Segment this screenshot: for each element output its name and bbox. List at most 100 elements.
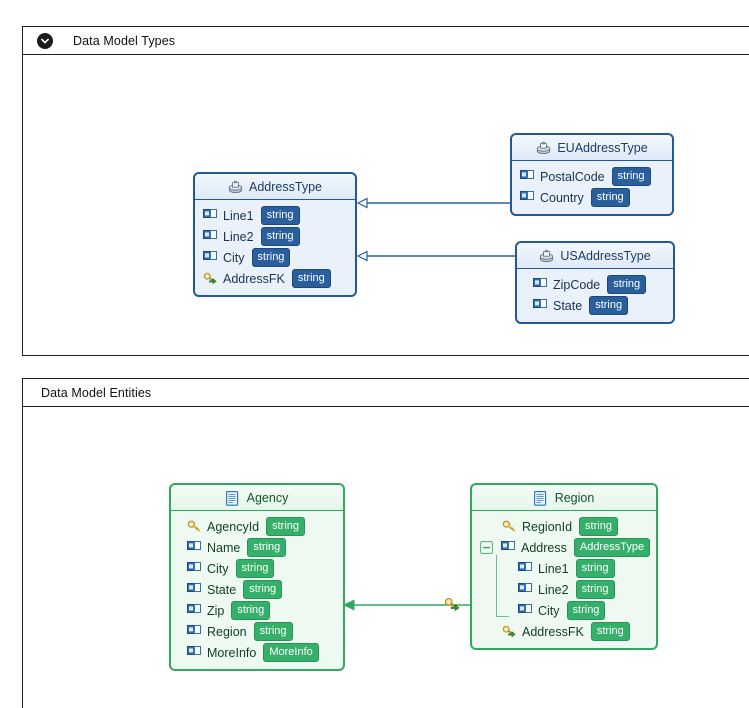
property-icon — [203, 208, 219, 223]
field-type-badge: AddressType — [573, 538, 651, 557]
field-type-badge: string — [611, 167, 651, 186]
type-box-fields: PostalCode string Country string — [512, 161, 672, 214]
field-name: ZipCode — [553, 277, 601, 292]
field-type-badge: string — [590, 188, 630, 207]
field-row[interactable]: AddressFK string — [203, 268, 347, 289]
connector-us-to-address — [356, 250, 515, 262]
field-row[interactable]: Address AddressType — [480, 537, 651, 558]
field-row[interactable]: State string — [179, 579, 335, 600]
entity-name: Region — [554, 490, 595, 505]
property-icon — [518, 561, 534, 576]
field-row[interactable]: Country string — [520, 187, 664, 208]
field-name: AddressFK — [522, 624, 584, 639]
type-box-header: AddressType — [195, 174, 355, 200]
field-name: MoreInfo — [207, 645, 257, 660]
tree-guide-line — [496, 555, 497, 617]
field-type-badge: string — [575, 580, 615, 599]
field-name: Line2 — [538, 582, 569, 597]
field-row[interactable]: Line2 string — [480, 579, 648, 600]
field-row[interactable]: RegionId string — [480, 516, 648, 537]
property-icon — [518, 582, 534, 597]
property-icon — [533, 277, 549, 292]
property-icon — [501, 540, 517, 555]
field-type-badge: string — [589, 296, 629, 315]
property-icon — [203, 229, 219, 244]
field-row[interactable]: Line1 string — [480, 558, 648, 579]
field-type-badge: string — [231, 601, 271, 620]
field-name: State — [207, 582, 237, 597]
entities-canvas: Agency AgencyId string — [23, 407, 749, 708]
field-name: Line1 — [538, 561, 569, 576]
field-type-badge: string — [247, 538, 287, 557]
field-name: City — [207, 561, 229, 576]
type-box-euaddresstype[interactable]: EUAddressType PostalCode string — [510, 133, 674, 216]
property-icon — [187, 561, 203, 576]
panel-data-model-entities: Data Model Entities — [22, 378, 749, 708]
property-icon — [203, 250, 219, 265]
field-row[interactable]: City string — [179, 558, 335, 579]
field-row[interactable]: PostalCode string — [520, 166, 664, 187]
field-row[interactable]: City string — [480, 600, 648, 621]
types-canvas: AddressType Line1 string — [23, 55, 749, 355]
field-row[interactable]: Line2 string — [203, 226, 347, 247]
field-type-badge: string — [579, 517, 618, 536]
field-row[interactable]: City string — [203, 247, 347, 268]
field-type-badge: string — [260, 227, 300, 246]
complex-type-icon — [536, 141, 552, 155]
entity-name: Agency — [246, 490, 289, 505]
panel-title-entities: Data Model Entities — [41, 385, 152, 400]
field-row[interactable]: ZipCode string — [525, 274, 665, 295]
field-name: State — [553, 298, 583, 313]
field-name: Line2 — [223, 229, 254, 244]
entity-box-fields: AgencyId string Name string — [171, 511, 343, 669]
field-row[interactable]: AddressFK string — [480, 621, 648, 642]
field-type-badge: string — [575, 559, 615, 578]
field-type-badge: string — [291, 269, 331, 288]
foreign-key-icon — [502, 625, 518, 639]
entity-box-region[interactable]: Region RegionId stri — [470, 483, 658, 650]
entity-box-header: Region — [472, 485, 656, 511]
field-name: City — [223, 250, 245, 265]
field-name: City — [538, 603, 560, 618]
field-name: AgencyId — [207, 519, 260, 534]
property-icon — [518, 603, 534, 618]
panel-title-types: Data Model Types — [73, 33, 176, 48]
field-row[interactable]: AgencyId string — [179, 516, 335, 537]
type-box-addresstype[interactable]: AddressType Line1 string — [193, 172, 357, 297]
property-icon — [187, 582, 203, 597]
type-box-fields: Line1 string Line2 string — [195, 200, 355, 295]
field-row[interactable]: MoreInfo MoreInfo — [179, 642, 335, 663]
property-icon — [187, 624, 203, 639]
field-row[interactable]: Zip string — [179, 600, 335, 621]
property-icon — [520, 169, 536, 184]
chevron-down-circle-icon[interactable] — [37, 32, 53, 49]
field-name: RegionId — [522, 519, 573, 534]
panel-header-types: Data Model Types — [23, 27, 749, 55]
panel-header-entities: Data Model Entities — [23, 379, 749, 407]
field-type-badge: string — [260, 206, 300, 225]
entity-box-fields: RegionId string — [472, 511, 656, 648]
complex-type-icon — [539, 249, 555, 263]
minus-box-icon[interactable] — [480, 540, 497, 555]
field-name: AddressFK — [223, 271, 285, 286]
entity-box-agency[interactable]: Agency AgencyId string — [169, 483, 345, 671]
type-name: EUAddressType — [557, 140, 648, 155]
field-row[interactable]: Name string — [179, 537, 335, 558]
field-type-badge: MoreInfo — [263, 643, 319, 662]
primary-key-icon — [187, 520, 203, 534]
type-box-header: EUAddressType — [512, 135, 672, 161]
property-icon — [533, 298, 549, 313]
panel-data-model-types: Data Model Types — [22, 26, 749, 356]
primary-key-icon — [502, 520, 518, 534]
type-box-usaddresstype[interactable]: USAddressType ZipCode string — [515, 241, 675, 324]
field-row[interactable]: Region string — [179, 621, 335, 642]
foreign-key-icon — [203, 272, 219, 286]
field-row[interactable]: State string — [525, 295, 665, 316]
field-row[interactable]: Line1 string — [203, 205, 347, 226]
type-box-header: USAddressType — [517, 243, 673, 269]
field-name: Address — [521, 540, 567, 555]
tree-guide-elbow — [496, 616, 509, 617]
field-type-badge: string — [235, 559, 275, 578]
property-icon — [520, 190, 536, 205]
type-name: AddressType — [249, 179, 322, 194]
